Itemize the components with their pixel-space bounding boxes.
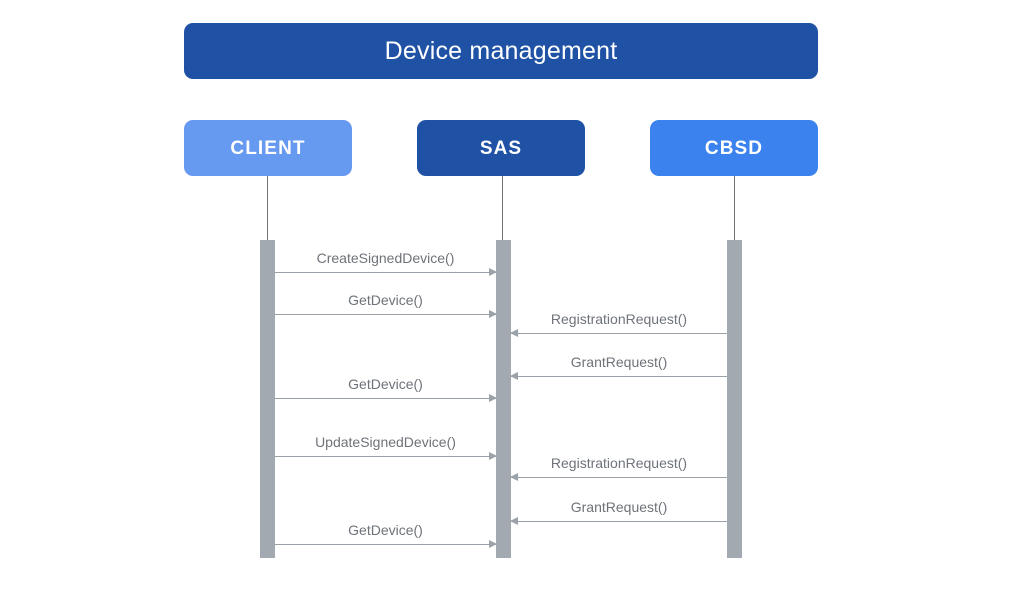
diagram-title-banner: Device management (184, 23, 818, 79)
arrow-head-icon (510, 517, 518, 525)
message-label: GetDevice() (348, 521, 423, 538)
activation-bar-client (260, 240, 275, 558)
message-line (511, 376, 727, 377)
arrow-head-icon (489, 394, 497, 402)
participant-client[interactable]: CLIENT (184, 120, 352, 176)
message-label: RegistrationRequest() (550, 310, 688, 327)
participant-client-label: CLIENT (230, 137, 306, 159)
arrow-head-icon (489, 268, 497, 276)
participant-cbsd[interactable]: CBSD (650, 120, 818, 176)
lifeline-sas (502, 176, 503, 240)
message-label: GetDevice() (348, 291, 423, 308)
arrow-head-icon (510, 372, 518, 380)
message-label: GetDevice() (348, 375, 423, 392)
message-line (275, 272, 496, 273)
activation-bar-cbsd (727, 240, 742, 558)
arrow-head-icon (510, 329, 518, 337)
message-line (511, 521, 727, 522)
message-label: GrantRequest() (570, 353, 668, 370)
lifeline-cbsd (734, 176, 735, 240)
message-line (511, 333, 727, 334)
message-line (275, 398, 496, 399)
participant-cbsd-label: CBSD (704, 137, 764, 159)
message-line (275, 314, 496, 315)
message-label: RegistrationRequest() (550, 454, 688, 471)
message-line (275, 544, 496, 545)
message-label: UpdateSignedDevice() (315, 433, 456, 450)
message-label: GrantRequest() (570, 498, 668, 515)
participant-sas[interactable]: SAS (417, 120, 585, 176)
arrow-head-icon (489, 540, 497, 548)
lifeline-client (267, 176, 268, 240)
arrow-head-icon (510, 473, 518, 481)
message-label: CreateSignedDevice() (316, 249, 455, 266)
activation-bar-sas (496, 240, 511, 558)
arrow-head-icon (489, 452, 497, 460)
arrow-head-icon (489, 310, 497, 318)
participant-sas-label: SAS (479, 137, 523, 159)
message-line (275, 456, 496, 457)
page-title: Device management (384, 36, 618, 65)
message-line (511, 477, 727, 478)
